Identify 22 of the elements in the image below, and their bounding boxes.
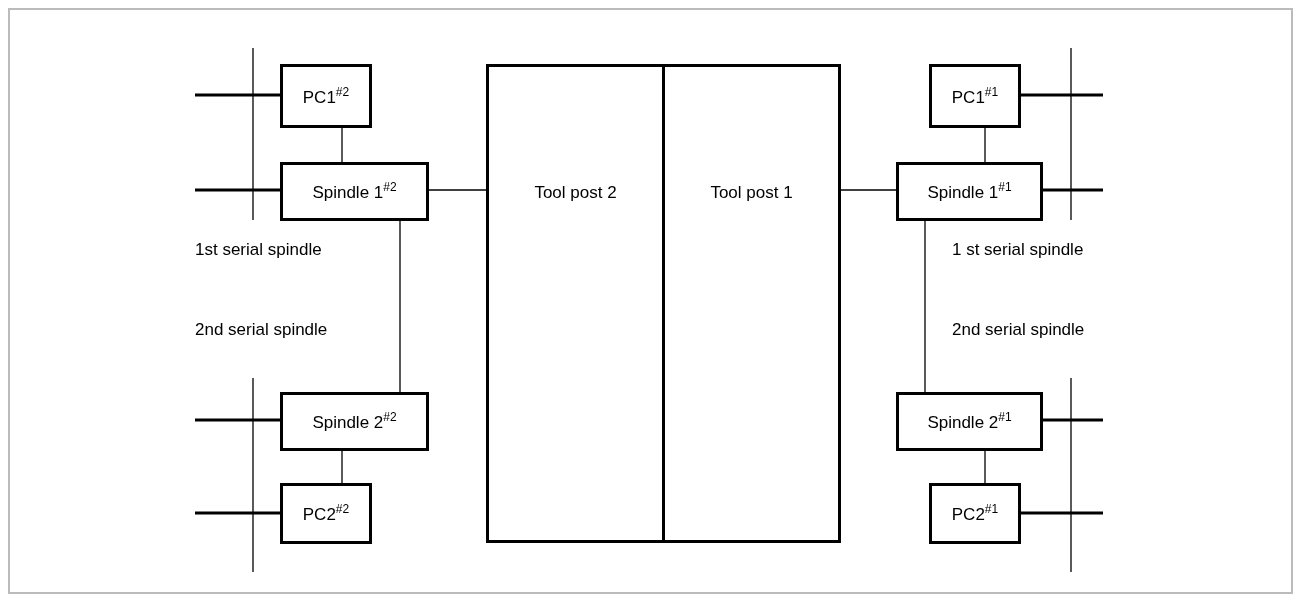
connector-line (924, 220, 926, 393)
pc-box: PC2$^{#2}$ (280, 483, 372, 544)
pc-box: PC1$^{#1}$ (929, 64, 1021, 128)
connector-line (840, 189, 897, 191)
spindle-label: 1 st serial spindle (952, 240, 1084, 260)
connector-line (341, 127, 343, 163)
spindle-label: 2nd serial spindle (195, 320, 328, 340)
connector-line (399, 220, 401, 393)
connector-line (984, 450, 986, 484)
spindle-label: 1st serial spindle (195, 240, 322, 260)
pc-box: PC2$^{#1}$ (929, 483, 1021, 544)
connector-line (984, 127, 986, 163)
pc-box: PC1$^{#2}$ (280, 64, 372, 128)
spindle-box: Spindle 1$^{#1}$ (896, 162, 1043, 221)
spindle-label: 2nd serial spindle (952, 320, 1085, 340)
tool-post-box: Tool post 2 (486, 64, 665, 543)
connector-line (341, 450, 343, 484)
connector-line (428, 189, 487, 191)
tool-post-box: Tool post 1 (662, 64, 841, 543)
spindle-box: Spindle 2$^{#2}$ (280, 392, 429, 451)
spindle-box: Spindle 1$^{#2}$ (280, 162, 429, 221)
spindle-box: Spindle 2$^{#1}$ (896, 392, 1043, 451)
